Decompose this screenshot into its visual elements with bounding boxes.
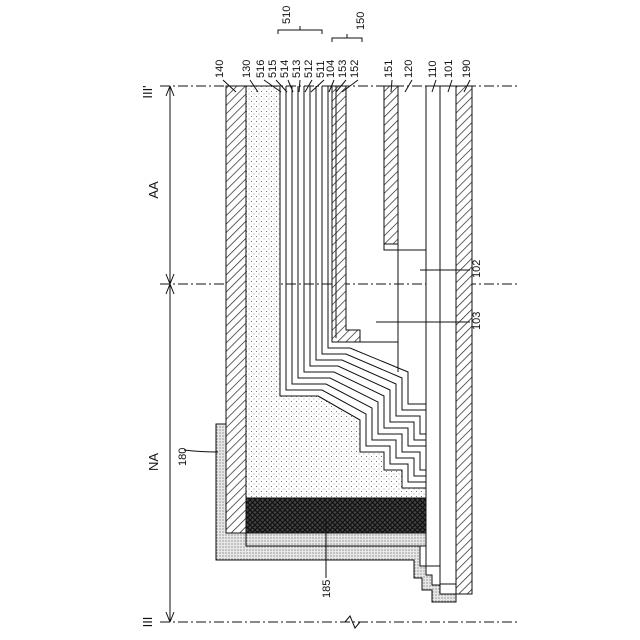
label-153: 153 — [337, 60, 349, 78]
label-102: 102 — [471, 260, 483, 278]
label-512: 512 — [303, 60, 315, 78]
top-label-group: 140 130 516 515 514 513 512 511 104 153 … — [214, 60, 473, 78]
label-140: 140 — [214, 60, 226, 78]
label-120: 120 — [403, 60, 415, 78]
layer-151 — [384, 86, 398, 244]
region-aa-label: AA — [146, 181, 161, 199]
section-bottom-label: III — [140, 617, 155, 628]
label-110: 110 — [427, 60, 439, 78]
layer-185 — [246, 498, 426, 533]
layer-190 — [456, 86, 472, 594]
label-152: 152 — [349, 60, 361, 78]
label-514: 514 — [279, 60, 291, 78]
label-151: 151 — [383, 60, 395, 78]
label-101: 101 — [443, 60, 455, 78]
label-513: 513 — [291, 60, 303, 78]
brace-150 — [332, 34, 362, 42]
label-515: 515 — [267, 60, 279, 78]
label-185: 185 — [321, 580, 333, 598]
label-190: 190 — [461, 60, 473, 78]
label-130: 130 — [241, 60, 253, 78]
region-na-label: NA — [146, 453, 161, 471]
layer-140 — [226, 86, 246, 533]
brace-510 — [278, 26, 322, 34]
label-150: 150 — [355, 12, 367, 30]
label-103: 103 — [471, 312, 483, 330]
label-104: 104 — [325, 60, 337, 78]
leader-180 — [184, 450, 218, 452]
section-top-label: III' — [140, 85, 155, 98]
layer-185-base — [246, 533, 426, 546]
label-510: 510 — [281, 6, 293, 24]
layer-101 — [440, 86, 456, 584]
layer-110 — [426, 86, 440, 566]
label-516: 516 — [255, 60, 267, 78]
